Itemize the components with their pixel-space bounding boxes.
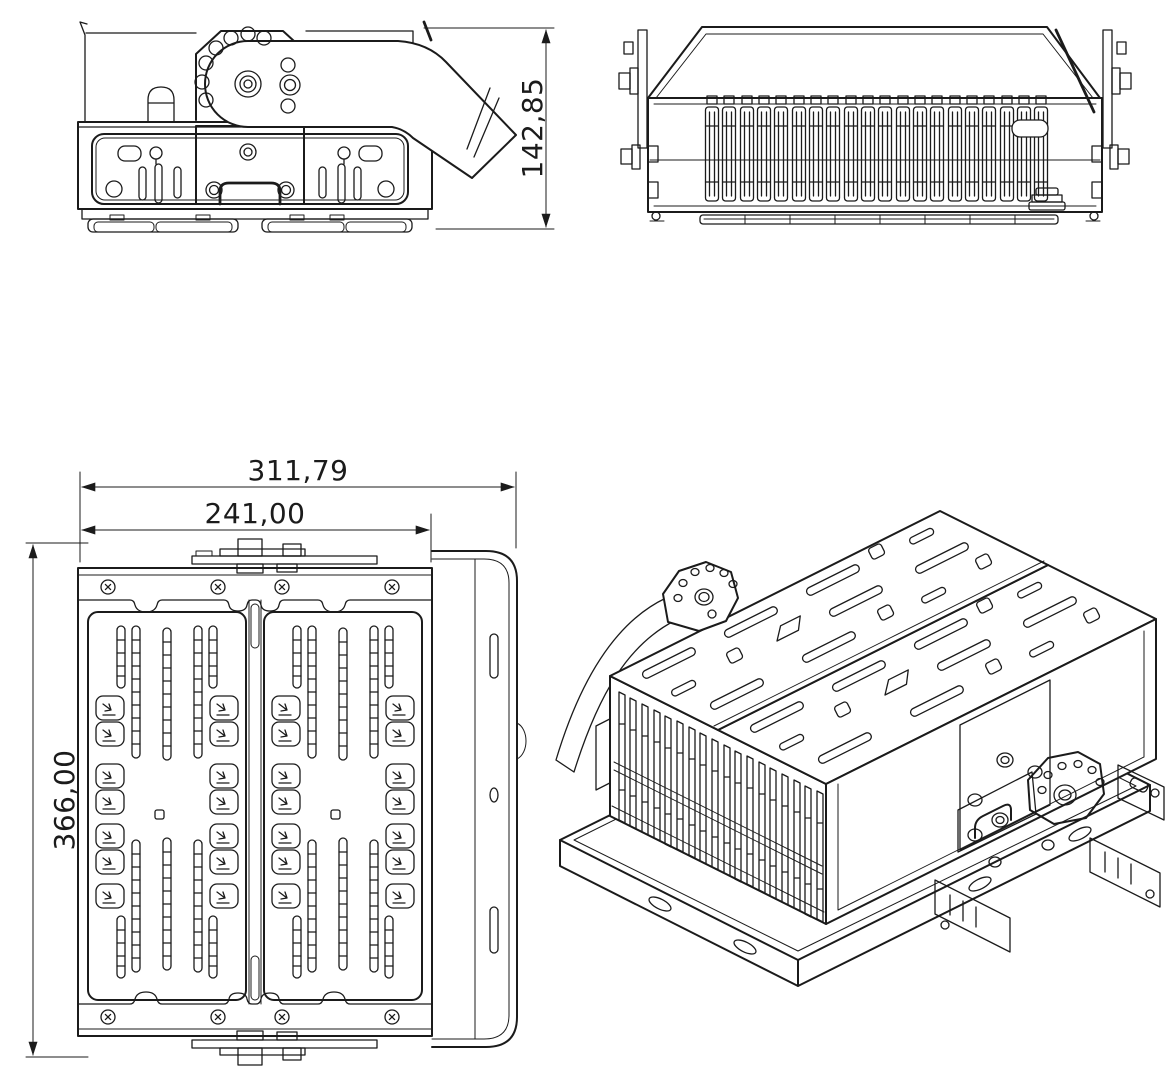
rear-view-fins bbox=[649, 95, 1101, 202]
dimension-height-label: 142,85 bbox=[516, 78, 549, 179]
rear-view-base bbox=[649, 211, 1101, 225]
dimension-outer-width-label: 311,79 bbox=[248, 454, 349, 487]
rear-view-left-bracket bbox=[618, 29, 659, 199]
dimension-inner-width-label: 241,00 bbox=[205, 497, 306, 530]
plan-view-yoke-plate bbox=[431, 550, 527, 1048]
iso-right-bracket bbox=[957, 751, 1165, 853]
iso-side-face bbox=[825, 618, 1161, 953]
dimension-inner-width: 241,00 bbox=[81, 497, 432, 563]
iso-left-bracket bbox=[662, 561, 739, 632]
rear-view-cable-gland bbox=[1028, 187, 1066, 211]
dimension-length: 366,00 bbox=[25, 542, 89, 1058]
plan-view bbox=[77, 538, 527, 1066]
dimension-height: 142,85 bbox=[423, 27, 555, 230]
plan-view-hinge-top bbox=[191, 538, 378, 574]
side-view-base-feet bbox=[81, 208, 429, 233]
dimension-length-label: 366,00 bbox=[48, 750, 81, 851]
isometric-view bbox=[555, 510, 1165, 987]
rear-view-right-bracket bbox=[1091, 29, 1132, 199]
dimension-outer-width: 311,79 bbox=[79, 454, 517, 563]
rear-view bbox=[618, 26, 1132, 225]
side-view-mounting-bracket bbox=[194, 26, 517, 179]
iso-top-plates bbox=[609, 510, 1157, 785]
plan-view-body bbox=[77, 567, 433, 1037]
plan-view-hinge-bottom bbox=[191, 1030, 378, 1066]
side-view bbox=[77, 20, 517, 233]
